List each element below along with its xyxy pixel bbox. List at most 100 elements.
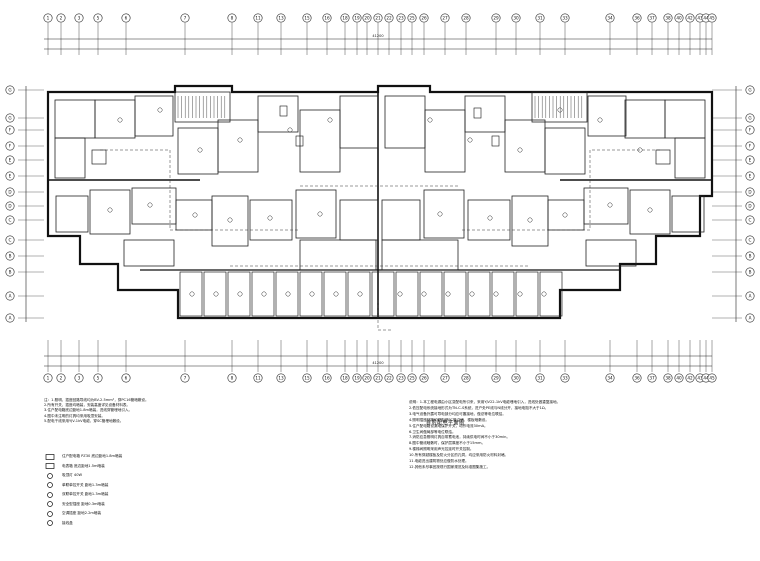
axis-bubble [302, 373, 312, 383]
lamp-symbol [107, 207, 113, 213]
room [424, 109, 466, 173]
lamp-symbol [317, 211, 323, 217]
room [419, 271, 443, 317]
room [55, 195, 89, 233]
axis-bubble [419, 13, 429, 23]
axis-label: 34 [607, 376, 613, 381]
note-line: 说明：1.本工程电源由小区变配电所引来，采用YJV22-1kV电缆埋地引入，进线… [409, 400, 561, 404]
axis-label: 33 [562, 16, 568, 21]
lamp-symbol [517, 291, 523, 297]
axis-bubble [396, 13, 406, 23]
room [134, 95, 174, 137]
distribution-box-icon [44, 453, 56, 460]
axis-label: 15 [304, 16, 310, 21]
lamp-symbol [117, 117, 123, 123]
legend-row: 吸顶灯 40W [44, 471, 224, 481]
axis-label: 13 [278, 376, 284, 381]
axis-bubble [491, 13, 501, 23]
axis-bubble [180, 13, 190, 23]
axis-bubble [407, 13, 417, 23]
distribution-box [473, 107, 482, 119]
axis-label: 29 [493, 16, 499, 21]
room [323, 271, 347, 317]
room [131, 187, 177, 225]
axis-bubble [647, 13, 657, 23]
axis-label: 31 [537, 376, 543, 381]
axis-bubble [511, 373, 521, 383]
total-dimension: 41200 [372, 34, 383, 38]
ac-socket-icon [44, 510, 56, 517]
axis-bubble [373, 373, 383, 383]
axis-label: 26 [421, 376, 427, 381]
axis-label: 25 [409, 16, 415, 21]
lamp-symbol [469, 291, 475, 297]
axis-label: C [9, 218, 12, 223]
building-walls [46, 84, 714, 320]
drawing-title: 首层配电平面图 [426, 420, 465, 426]
axis-bubble [745, 251, 755, 261]
exterior-wall [46, 84, 714, 320]
axis-label: 36 [634, 16, 640, 21]
axis-label: G [748, 88, 751, 93]
room [547, 199, 585, 231]
axis-label: 8 [231, 376, 234, 381]
room [629, 189, 671, 235]
axis-bubble [253, 373, 263, 383]
room [123, 239, 175, 267]
axis-label: 11 [255, 376, 261, 381]
axis-bubble [340, 373, 350, 383]
axis-label: 19 [354, 16, 360, 21]
axis-bubble [647, 373, 657, 383]
axis-label: 20 [364, 16, 370, 21]
room [664, 99, 706, 139]
axis-label: 31 [537, 16, 543, 21]
axis-bubble [56, 373, 66, 383]
axis-label: E [749, 174, 752, 179]
axis-bubble [5, 187, 15, 197]
lamp-symbol [147, 202, 153, 208]
room [381, 239, 459, 271]
room [203, 271, 227, 317]
axis-bubble [5, 141, 15, 151]
note-line: 6.卫生间做局部等电位联结。 [409, 429, 456, 434]
distribution-box [491, 135, 500, 147]
axis-label: 2 [60, 376, 63, 381]
axis-bubble [276, 13, 286, 23]
lamp-symbol [261, 291, 267, 297]
note-line: 7.消防应急照明灯具自带蓄电池，持续供电时间不小于30min。 [409, 435, 511, 440]
axis-label: 40 [676, 16, 682, 21]
room [671, 195, 705, 233]
room [227, 271, 251, 317]
axis-label: 7 [184, 16, 187, 21]
lamp-symbol [445, 291, 451, 297]
legend-row: 双联单控开关 距地1.3m暗装 [44, 490, 224, 500]
axis-label: 16 [324, 376, 330, 381]
axis-bubble [745, 125, 755, 135]
note-line: 2.低压配电系统接地形式为TN-C-S系统，进户处PE线与N线分开，接地电阻不大… [409, 405, 549, 410]
axis-bubble [674, 373, 684, 383]
axis-label: A [9, 294, 12, 299]
room [89, 189, 131, 235]
room [257, 95, 299, 133]
room [443, 271, 467, 317]
axis-bubble [373, 13, 383, 23]
wiring-runs [100, 105, 660, 331]
axis-label: 15 [304, 376, 310, 381]
lamp-symbol [517, 147, 523, 153]
room [174, 91, 231, 123]
axis-bubble [5, 171, 15, 181]
axis-bubble [43, 13, 53, 23]
axis-bubble [5, 251, 15, 261]
distribution-box [295, 135, 304, 147]
axis-label: D [8, 204, 11, 209]
axis-label: 20 [364, 376, 370, 381]
room-partitions [54, 91, 706, 317]
axis-label: G [748, 116, 751, 121]
axis-bubble [5, 313, 15, 323]
axis-bubble [440, 373, 450, 383]
axis-label: B [749, 254, 752, 259]
axis-label: 38 [665, 16, 671, 21]
note-line: 4.照明插座回路均穿阻燃PC管沿墙、楼板暗敷设。 [409, 417, 489, 422]
lamp-symbol [333, 291, 339, 297]
